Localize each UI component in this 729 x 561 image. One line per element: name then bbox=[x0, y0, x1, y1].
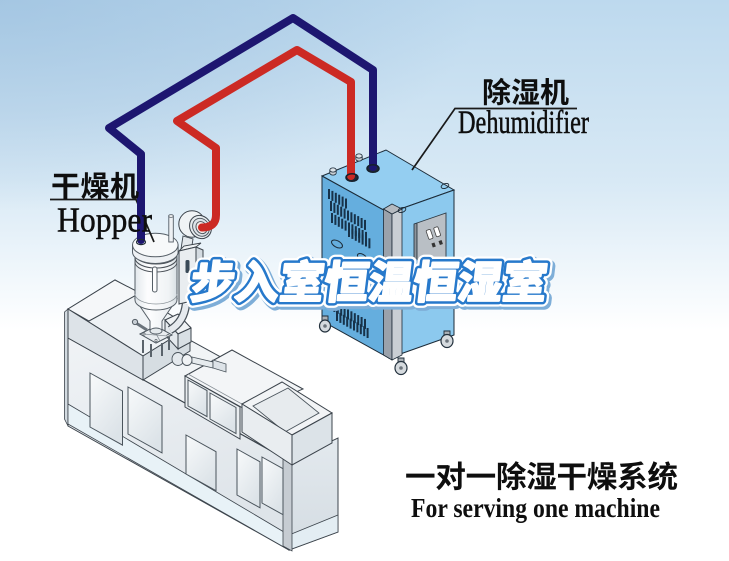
svg-text:Dehumidifier: Dehumidifier bbox=[458, 105, 589, 141]
svg-text:Hopper: Hopper bbox=[57, 201, 152, 240]
svg-text:For serving one machine: For serving one machine bbox=[411, 493, 660, 523]
